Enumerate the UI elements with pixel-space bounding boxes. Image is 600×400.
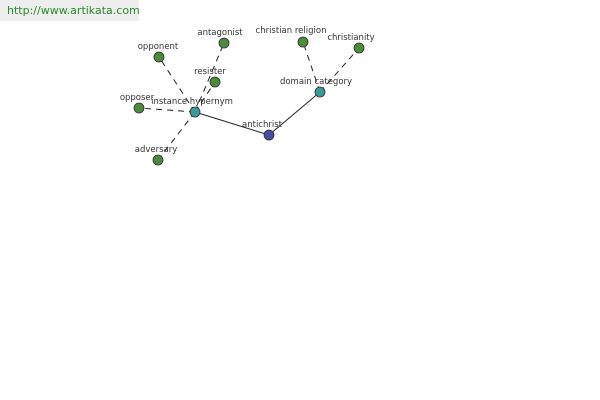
edge-domain-category-christian-religion	[302, 41, 321, 93]
node-label-christian-religion: christian religion	[256, 26, 327, 36]
leaf-node-marker[interactable]	[152, 154, 164, 166]
node-opposer[interactable]: opposer	[120, 93, 155, 114]
edge-domain-category-christianity	[319, 47, 360, 93]
node-opponent[interactable]: opponent	[138, 42, 179, 63]
node-label-opponent: opponent	[138, 42, 179, 52]
leaf-node-marker[interactable]	[133, 102, 145, 114]
node-christian-religion[interactable]: christian religion	[256, 26, 327, 48]
node-christianity[interactable]: christianity	[327, 33, 375, 54]
node-antagonist[interactable]: antagonist	[197, 28, 243, 49]
relation-node-marker[interactable]	[314, 86, 326, 98]
node-resister[interactable]: resister	[194, 67, 226, 88]
edge-antichrist-domain-category	[268, 91, 321, 136]
graph-nodes: opponent antagonist resister opposer adversa…	[120, 26, 375, 166]
leaf-node-marker[interactable]	[353, 42, 365, 54]
node-adversary[interactable]: adversary	[135, 145, 178, 166]
node-label-adversary: adversary	[135, 145, 178, 155]
node-label-resister: resister	[194, 67, 226, 77]
node-instance-hypernym[interactable]: instance hypernym	[151, 97, 233, 118]
node-label-instance-hypernym: instance hypernym	[151, 97, 233, 107]
relation-node-marker[interactable]	[189, 106, 201, 118]
leaf-node-marker[interactable]	[297, 36, 309, 48]
center-node-marker[interactable]	[263, 129, 275, 141]
node-label-opposer: opposer	[120, 93, 155, 103]
leaf-node-marker[interactable]	[153, 51, 165, 63]
edge-instance-hypernym-opposer	[138, 107, 196, 113]
edge-instance-hypernym-antagonist	[194, 42, 225, 113]
source-link[interactable]: http://www.artikata.com	[0, 0, 140, 21]
node-label-christianity: christianity	[327, 33, 374, 43]
node-label-domain-category: domain category	[280, 77, 352, 87]
leaf-node-marker[interactable]	[218, 37, 230, 49]
edge-antichrist-instance-hypernym	[194, 111, 270, 136]
leaf-node-marker[interactable]	[209, 76, 221, 88]
node-antichrist[interactable]: antichrist	[242, 120, 283, 141]
node-label-antagonist: antagonist	[197, 28, 243, 38]
node-label-antichrist: antichrist	[242, 120, 283, 130]
node-domain-category[interactable]: domain category	[280, 77, 352, 98]
graph-edges	[138, 41, 360, 161]
